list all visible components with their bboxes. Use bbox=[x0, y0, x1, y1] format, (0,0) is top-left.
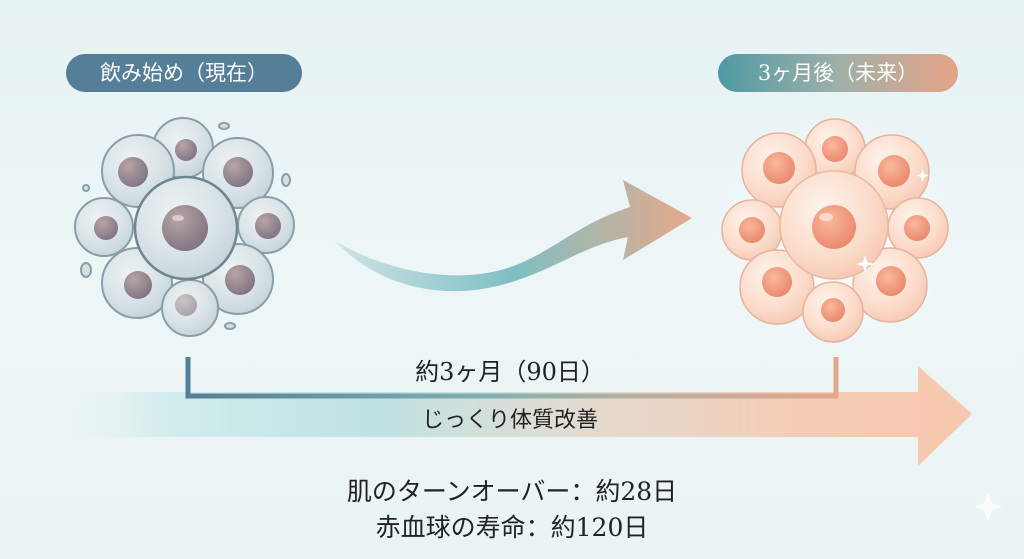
timeline-period-label: 約3ヶ月（90日） bbox=[415, 358, 605, 386]
start-label-pill: 飲み始め（現在） bbox=[66, 54, 302, 92]
future-label-pill: 3ヶ月後（未来） bbox=[718, 54, 958, 92]
sparkle-icon bbox=[974, 493, 1002, 521]
fact-skin-turnover: 肌のターンオーバー：約28日 bbox=[346, 477, 678, 506]
glowing-cell-cluster-icon bbox=[710, 110, 960, 360]
dull-cell-cluster-icon bbox=[74, 117, 295, 337]
timeline-arrow bbox=[60, 366, 972, 466]
timeline-bracket bbox=[185, 357, 839, 399]
transition-arrow-icon bbox=[335, 180, 692, 292]
timeline-description-label: じっくり体質改善 bbox=[421, 408, 598, 433]
fact-red-blood-cell-lifespan: 赤血球の寿命：約120日 bbox=[375, 513, 649, 542]
